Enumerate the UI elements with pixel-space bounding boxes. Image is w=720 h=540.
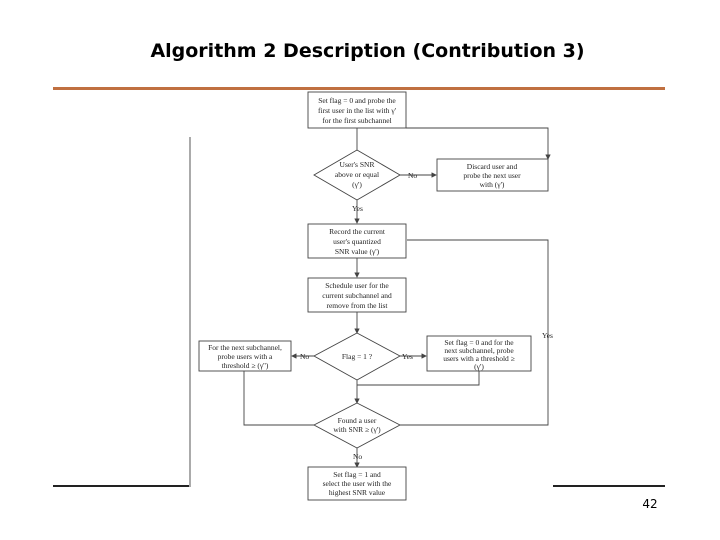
title-divider [53, 87, 665, 90]
start-box-line-3: for the first subchannel [322, 116, 391, 125]
edge-label-yes-1: Yes [352, 204, 363, 213]
connectors [189, 127, 551, 487]
found-decision: Found a user with SNR ≥ (γ') [313, 402, 401, 449]
snr-decision-line-2: above or equal [335, 170, 379, 179]
record-box-line-2: user's quantized [333, 237, 381, 246]
edge-label-yes-2: Yes [402, 352, 413, 361]
record-box: Record the current user's quantized SNR … [307, 223, 407, 259]
schedule-box-line-2: current subchannel and [322, 291, 392, 300]
next-subchannel-line-2: probe users with a [218, 352, 273, 361]
snr-decision-line-1: User's SNR [340, 160, 375, 169]
found-decision-line-1: Found a user [338, 416, 377, 425]
next-subchannel-box: For the next subchannel, probe users wit… [198, 340, 292, 372]
discard-box: Discard user and probe the next user wit… [436, 158, 549, 192]
next-subchannel-line-1: For the next subchannel, [208, 343, 282, 352]
found-decision-line-2: with SNR ≥ (γ') [333, 425, 381, 434]
edge-label-yes-3: Yes [542, 331, 553, 340]
schedule-box: Schedule user for the current subchannel… [307, 277, 407, 313]
page-number: 42 [642, 497, 658, 511]
record-box-line-1: Record the current [329, 227, 386, 236]
discard-box-line-2: probe the next user [463, 171, 521, 180]
schedule-box-line-1: Schedule user for the [325, 281, 389, 290]
footer-divider-left [53, 485, 189, 487]
schedule-box-line-3: remove from the list [326, 301, 388, 310]
start-box-line-1: Set flag = 0 and probe the [318, 96, 396, 105]
set-flag-zero-line-3: users with a threshold ≥ [443, 354, 515, 363]
set-flag-one-box: Set flag = 1 and select the user with th… [307, 466, 407, 501]
start-box-line-2: first user in the list with γ' [318, 106, 397, 115]
slide-title: Algorithm 2 Description (Contribution 3) [150, 40, 585, 62]
edge-label-no-1: No [408, 171, 417, 180]
snr-decision: User's SNR above or equal (γ') [313, 149, 401, 201]
edge-label-no-3: No [353, 452, 362, 461]
set-flag-one-line-1: Set flag = 1 and [333, 470, 381, 479]
set-flag-zero-line-2: next subchannel, probe [444, 346, 514, 355]
next-subchannel-line-3: threshold ≥ (γ'') [222, 361, 269, 370]
flag-decision-text: Flag = 1 ? [342, 352, 373, 361]
snr-decision-line-3: (γ') [352, 180, 362, 189]
set-flag-zero-line-4: (γ') [474, 362, 484, 371]
record-box-line-3: SNR value (γ') [335, 247, 380, 256]
set-flag-one-line-2: select the user with the [323, 479, 392, 488]
discard-box-line-3: with (γ') [480, 180, 505, 189]
flag-decision: Flag = 1 ? [313, 332, 401, 381]
footer-divider-right [553, 485, 665, 487]
start-box: Set flag = 0 and probe the first user in… [307, 91, 407, 129]
edge-label-no-2: No [300, 352, 309, 361]
set-flag-zero-box: Set flag = 0 and for the next subchannel… [426, 335, 532, 372]
set-flag-one-line-3: highest SNR value [329, 488, 386, 497]
discard-box-line-1: Discard user and [467, 162, 518, 171]
set-flag-zero-line-1: Set flag = 0 and for the [444, 338, 514, 347]
